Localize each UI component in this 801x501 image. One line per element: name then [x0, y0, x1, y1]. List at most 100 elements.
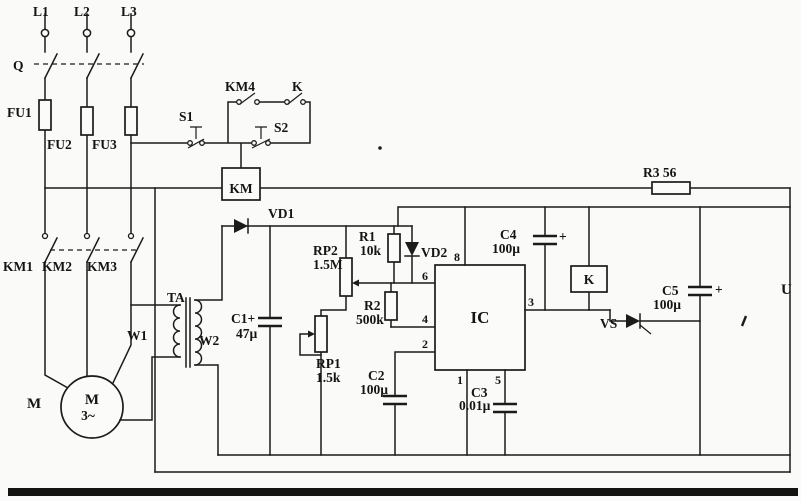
- label-s2: S2: [274, 120, 289, 135]
- terminal-l2: [82, 28, 92, 38]
- vs-gate-wire: [639, 324, 652, 335]
- label-fu3: FU3: [92, 137, 117, 152]
- label-vd2: VD2: [421, 245, 447, 260]
- rp1-pot-symbol: [314, 315, 328, 353]
- k-contact-terminal: [300, 99, 306, 105]
- label-u: U: [781, 282, 792, 298]
- label-c5: C5: [662, 283, 679, 298]
- transformer-ta: [119, 225, 223, 456]
- label-motor-ref: M: [27, 396, 41, 412]
- label-km1: KM1: [3, 259, 33, 274]
- label-c1: C1+: [231, 311, 255, 326]
- label-pin8: 8: [454, 250, 460, 264]
- r2-resistor-symbol: [384, 291, 398, 321]
- label-q: Q: [13, 58, 24, 73]
- label-pin1: 1: [457, 373, 463, 387]
- label-l3: L3: [121, 4, 137, 19]
- c5-capacitor-symbol: [688, 285, 712, 297]
- label-r1: R1: [359, 229, 376, 244]
- r3-resistor-symbol: [651, 181, 691, 195]
- s2-terminal: [265, 140, 271, 146]
- label-c2: C2: [368, 368, 385, 383]
- terminal-l1: [40, 28, 50, 38]
- label-w1: W1: [127, 328, 148, 343]
- control-wires: [130, 101, 311, 169]
- pin2-c2-branch: [394, 351, 436, 456]
- label-c3: C3: [471, 385, 488, 400]
- label-r1-value: 10k: [360, 243, 382, 258]
- km2-contact-terminal: [83, 232, 91, 240]
- label-fu1: FU1: [7, 105, 32, 120]
- rp1-wiper-wire: [299, 333, 322, 356]
- fuse-fu1-symbol: [38, 99, 52, 131]
- motor-symbol: [60, 375, 124, 439]
- c3-capacitor-symbol: [493, 402, 517, 414]
- phase-l3-wire: [111, 13, 132, 386]
- rp2-branch: [320, 225, 347, 456]
- vs-wires: [609, 309, 701, 322]
- vs-thyristor-symbol: [626, 314, 640, 328]
- label-pin2: 2: [422, 337, 428, 351]
- label-pin4: 4: [422, 312, 428, 326]
- label-r2-value: 500k: [356, 312, 384, 327]
- label-c1-value: 47µ: [236, 326, 258, 341]
- fuse-fu2-symbol: [80, 106, 94, 136]
- rp2-wiper-arrow: [352, 279, 359, 287]
- km1-contact-terminal: [41, 232, 49, 240]
- vd2-diode-symbol: [405, 242, 419, 256]
- vd1-diode-symbol: [234, 219, 248, 233]
- w1-winding: [172, 304, 181, 358]
- label-r3: R3 56: [643, 165, 677, 180]
- label-ta: TA: [167, 290, 185, 305]
- label-motor-phases: 3~: [81, 408, 95, 423]
- label-s1: S1: [179, 109, 194, 124]
- label-rp2: RP2: [313, 243, 338, 258]
- label-rp2-value: 1.5M: [313, 257, 343, 272]
- label-c4: C4: [500, 227, 517, 242]
- c4-capacitor-symbol: [533, 234, 557, 246]
- bus-wires: [44, 187, 791, 473]
- electronics-section: [221, 181, 712, 456]
- k-contact-blade: [287, 92, 303, 105]
- r1-resistor-symbol: [387, 233, 401, 263]
- label-c4-value: 100µ: [492, 241, 520, 256]
- label-km2: KM2: [42, 259, 72, 274]
- label-km4: KM4: [225, 79, 255, 94]
- second-bus: [397, 206, 791, 227]
- km-coil-box: [221, 167, 261, 201]
- label-km3: KM3: [87, 259, 117, 274]
- s2-terminal: [251, 140, 257, 146]
- label-l1: L1: [33, 4, 49, 19]
- label-w2: W2: [199, 333, 220, 348]
- label-ic: IC: [471, 308, 490, 327]
- power-section: [34, 13, 145, 439]
- s2-button-symbol: [251, 126, 271, 149]
- label-c4-plus: +: [559, 229, 567, 244]
- scan-artifacts: [8, 146, 798, 496]
- label-r2: R2: [364, 298, 381, 313]
- label-k-coil: K: [584, 272, 595, 287]
- w1-leads: [119, 304, 181, 421]
- km4-contact-blade: [239, 92, 256, 105]
- label-c2-value: 100µ: [360, 382, 388, 397]
- label-c3-value: 0.01µ: [459, 398, 491, 413]
- labels: L1 L2 L3 Q FU1 FU2 FU3 KM4 K S1 S2 KM VD…: [3, 4, 792, 423]
- label-vs: VS: [600, 316, 617, 331]
- label-k-contact: K: [292, 79, 303, 94]
- phase-l1-wire: [44, 13, 70, 390]
- label-km-coil: KM: [229, 181, 253, 196]
- label-pin3: 3: [528, 295, 534, 309]
- s1-button-symbol: [187, 126, 205, 149]
- label-rp1: RP1: [316, 356, 341, 371]
- km3-contact-terminal: [127, 232, 135, 240]
- breaker-q-blades: [43, 52, 145, 80]
- scan-dot: [378, 146, 382, 150]
- label-l2: L2: [74, 4, 90, 19]
- w2-winding: [194, 299, 203, 366]
- label-fu2: FU2: [47, 137, 72, 152]
- k-relay-coil-box: [570, 265, 608, 293]
- km4-terminal: [254, 99, 260, 105]
- label-motor-m: M: [85, 392, 99, 408]
